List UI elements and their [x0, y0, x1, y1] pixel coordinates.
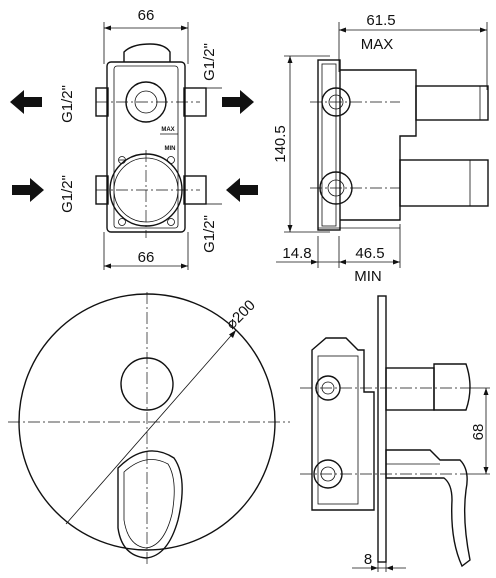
dim-depth-min: 46.5 [355, 245, 384, 262]
arrow-left-inlet-icon [12, 178, 44, 202]
side-view-valve-body: 61.5 MAX 140.5 14.8 46.5 [272, 12, 489, 285]
dim-offset: 14.8 [282, 245, 311, 262]
arrow-left-outlet-icon [10, 90, 42, 114]
dim-depth-max: 61.5 [366, 12, 395, 29]
label-min-small: MIN [165, 146, 176, 152]
arrow-right-inlet-icon [226, 178, 258, 202]
label-max-small: MAX [161, 127, 174, 133]
side-view-assembled: 68 8 [300, 295, 490, 572]
thread-right-top: G1/2" [201, 43, 218, 81]
label-min: MIN [354, 268, 382, 285]
arrow-right-outlet-icon [222, 90, 254, 114]
thread-left-bottom: G1/2" [59, 175, 76, 213]
front-view-valve-body: 66 MAX MIN 66 G1 [10, 7, 258, 270]
dim-width-bottom: 66 [138, 249, 155, 266]
dim-diameter: ⌀200 [223, 297, 259, 333]
dim-plate: 8 [364, 551, 372, 568]
dim-spacing: 68 [470, 424, 487, 441]
dim-height: 140.5 [272, 125, 289, 163]
thread-left-top: G1/2" [59, 85, 76, 123]
thread-right-bottom: G1/2" [201, 215, 218, 253]
front-view-cover-plate: ⌀200 [8, 292, 290, 566]
dim-width-top: 66 [138, 7, 155, 24]
label-max: MAX [361, 36, 394, 53]
